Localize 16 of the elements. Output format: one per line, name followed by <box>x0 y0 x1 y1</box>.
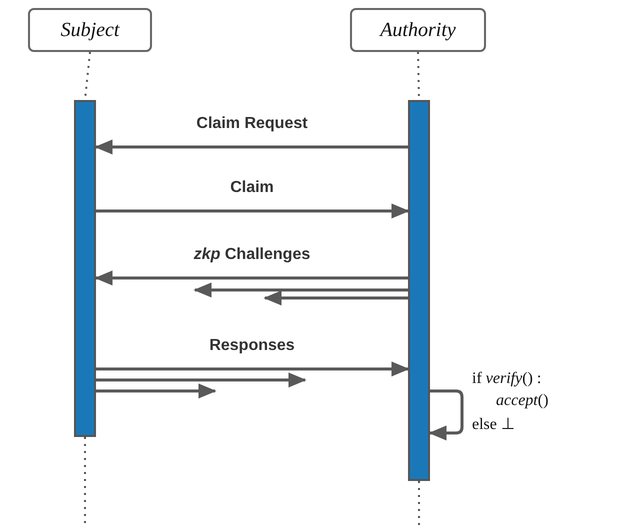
message-arrow <box>94 270 408 286</box>
message-arrow <box>96 362 410 376</box>
condition-text: accept() <box>496 392 548 410</box>
condition-text: else ⊥ <box>472 415 515 434</box>
condition-text: if verify() : <box>472 370 542 388</box>
lifeline-header-box: Authority <box>350 8 486 52</box>
message-arrow <box>264 290 408 306</box>
message-arrow <box>94 140 408 154</box>
message-arrow <box>96 372 306 388</box>
lifeline-header-box: Subject <box>28 8 152 52</box>
message-arrow <box>96 204 410 218</box>
message-arrow <box>96 384 216 398</box>
activation-bar <box>74 100 96 437</box>
message-arrow <box>194 282 408 298</box>
activation-bar <box>408 100 430 481</box>
self-message-arrow <box>428 390 464 440</box>
